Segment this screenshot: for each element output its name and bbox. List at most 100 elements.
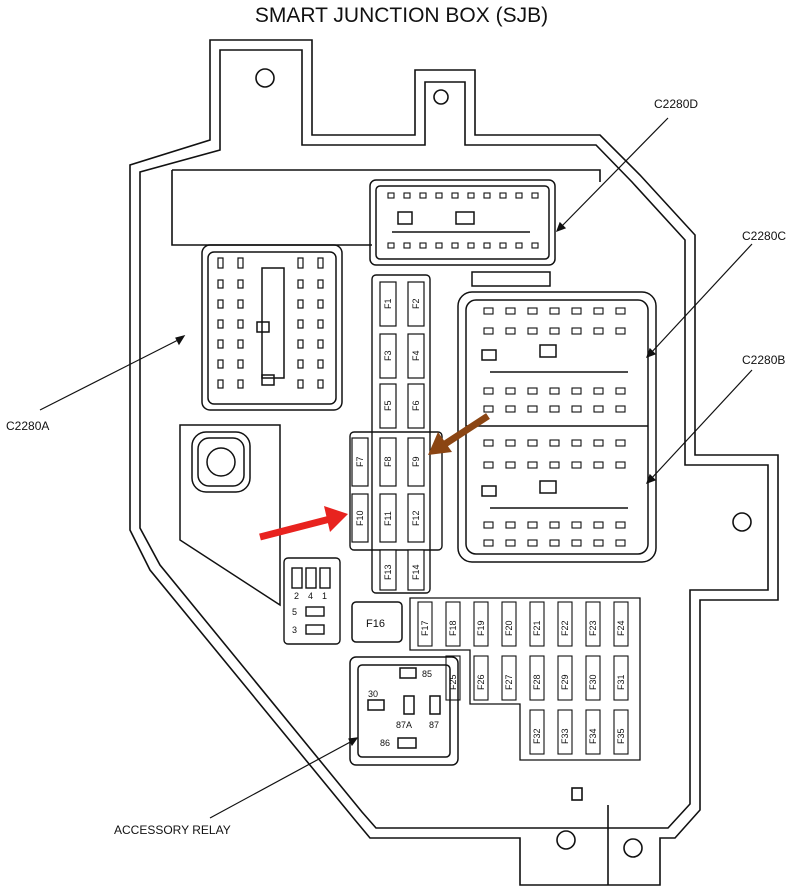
fuse-f19-label: F19 bbox=[476, 620, 486, 636]
fuse-f34-label: F34 bbox=[588, 728, 598, 744]
fuse-f35-label: F35 bbox=[616, 728, 626, 744]
pin-85-label: 85 bbox=[422, 669, 432, 679]
fuse-f18 bbox=[445, 601, 461, 647]
c2280c-c2280b-connectors bbox=[457, 291, 657, 563]
fuse-f11 bbox=[379, 493, 397, 543]
fuse-f8-label: F8 bbox=[383, 456, 393, 467]
fuse-f5 bbox=[379, 383, 397, 429]
pin-86-label: 86 bbox=[380, 738, 390, 748]
fuse-f10-label: F10 bbox=[355, 510, 365, 526]
small-relay bbox=[283, 557, 341, 645]
fuse-f8 bbox=[379, 437, 397, 487]
leader-c2280a bbox=[39, 337, 183, 411]
fuse-f25-label: F25 bbox=[448, 674, 458, 690]
pin-3-label: 3 bbox=[292, 625, 297, 635]
leader-accessory-relay bbox=[209, 739, 355, 819]
sjb-housing-inner-outline bbox=[139, 49, 769, 829]
pin-1-label: 1 bbox=[322, 591, 327, 601]
fuse-f24-label: F24 bbox=[616, 620, 626, 636]
fuse-f26 bbox=[473, 655, 489, 701]
fuse-f32-label: F32 bbox=[532, 728, 542, 744]
pin-5-label: 5 bbox=[292, 607, 297, 617]
fuse-f4 bbox=[407, 333, 425, 379]
callout-c2280d: C2280D bbox=[654, 97, 698, 111]
pin-4-label: 4 bbox=[308, 591, 313, 601]
pin-2-label: 2 bbox=[294, 591, 299, 601]
fuse-f2 bbox=[407, 281, 425, 327]
fuse-f17-label: F17 bbox=[420, 620, 430, 636]
fuse-f31 bbox=[613, 655, 629, 701]
pin-30-label: 30 bbox=[368, 689, 378, 699]
fuse-f17 bbox=[417, 601, 433, 647]
fuse-f22 bbox=[557, 601, 573, 647]
fuse-f27 bbox=[501, 655, 517, 701]
fuse-f23 bbox=[585, 601, 601, 647]
leader-c2280c bbox=[649, 243, 753, 355]
fuse-f29-label: F29 bbox=[560, 674, 570, 690]
round-fitting bbox=[179, 424, 281, 607]
diagram-title: SMART JUNCTION BOX (SJB) bbox=[254, 4, 549, 27]
fuse-f7 bbox=[351, 437, 369, 487]
callout-c2280a: C2280A bbox=[6, 419, 49, 433]
callout-c2280b: C2280B bbox=[742, 353, 785, 367]
fuse-f20 bbox=[501, 601, 517, 647]
fuse-f21-label: F21 bbox=[532, 620, 542, 636]
c2280d-connector bbox=[369, 179, 556, 287]
fuse-f28-label: F28 bbox=[532, 674, 542, 690]
fuse-f12 bbox=[407, 493, 425, 543]
fuse-f34 bbox=[585, 709, 601, 755]
fuse-f3-label: F3 bbox=[383, 350, 393, 361]
fuse-f6-label: F6 bbox=[411, 400, 421, 411]
callout-accessory-relay: ACCESSORY RELAY bbox=[114, 823, 231, 837]
fuse-f9 bbox=[407, 437, 425, 487]
lower-fuse-grid bbox=[409, 597, 641, 761]
fuse-f33 bbox=[557, 709, 573, 755]
fuse-f32 bbox=[529, 709, 545, 755]
fuse-f23-label: F23 bbox=[588, 620, 598, 636]
fuse-f31-label: F31 bbox=[616, 674, 626, 690]
fuse-f19 bbox=[473, 601, 489, 647]
fuse-f26-label: F26 bbox=[476, 674, 486, 690]
fuse-f29 bbox=[557, 655, 573, 701]
fuse-f24 bbox=[613, 601, 629, 647]
fuse-f3 bbox=[379, 333, 397, 379]
fuse-f16 bbox=[351, 601, 403, 643]
mount-hole-top bbox=[433, 89, 449, 105]
fuse-f2-label: F2 bbox=[411, 298, 421, 309]
fuse-f6 bbox=[407, 383, 425, 429]
fuse-f14 bbox=[407, 549, 425, 591]
brown-arrow bbox=[428, 413, 490, 455]
accessory-relay bbox=[349, 656, 459, 766]
pin-87a-label: 87A bbox=[396, 720, 412, 730]
red-arrow bbox=[259, 506, 348, 541]
fuse-f9-label: F9 bbox=[411, 456, 421, 467]
fuse-f28 bbox=[529, 655, 545, 701]
fuse-f10 bbox=[351, 493, 369, 543]
fuse-f7-label: F7 bbox=[355, 456, 365, 467]
callout-c2280c: C2280C bbox=[742, 229, 786, 243]
fuse-f5-label: F5 bbox=[383, 400, 393, 411]
fuse-f22-label: F22 bbox=[560, 620, 570, 636]
fuse-f4-label: F4 bbox=[411, 350, 421, 361]
fuse-f14-label: F14 bbox=[411, 564, 421, 580]
pin-87-label: 87 bbox=[429, 720, 439, 730]
mount-hole-right bbox=[732, 512, 752, 532]
fuse-f18-label: F18 bbox=[448, 620, 458, 636]
mount-hole-bottom-left bbox=[556, 830, 576, 850]
sjb-housing-outline bbox=[129, 39, 779, 886]
fuse-f20-label: F20 bbox=[504, 620, 514, 636]
fuse-f30-label: F30 bbox=[588, 674, 598, 690]
fuse-f13 bbox=[379, 549, 397, 591]
c2280a-connector bbox=[201, 244, 343, 411]
fuse-f16-label: F16 bbox=[366, 618, 385, 630]
fuse-f1-label: F1 bbox=[383, 298, 393, 309]
mount-hole-top-left bbox=[255, 68, 275, 88]
fuse-f13-label: F13 bbox=[383, 564, 393, 580]
leader-c2280d bbox=[559, 117, 669, 229]
fuse-f27-label: F27 bbox=[504, 674, 514, 690]
leader-c2280b bbox=[649, 369, 753, 481]
fuse-f12-label: F12 bbox=[411, 510, 421, 526]
mount-hole-bottom-right bbox=[623, 838, 643, 858]
fuse-f11-label: F11 bbox=[383, 511, 393, 526]
